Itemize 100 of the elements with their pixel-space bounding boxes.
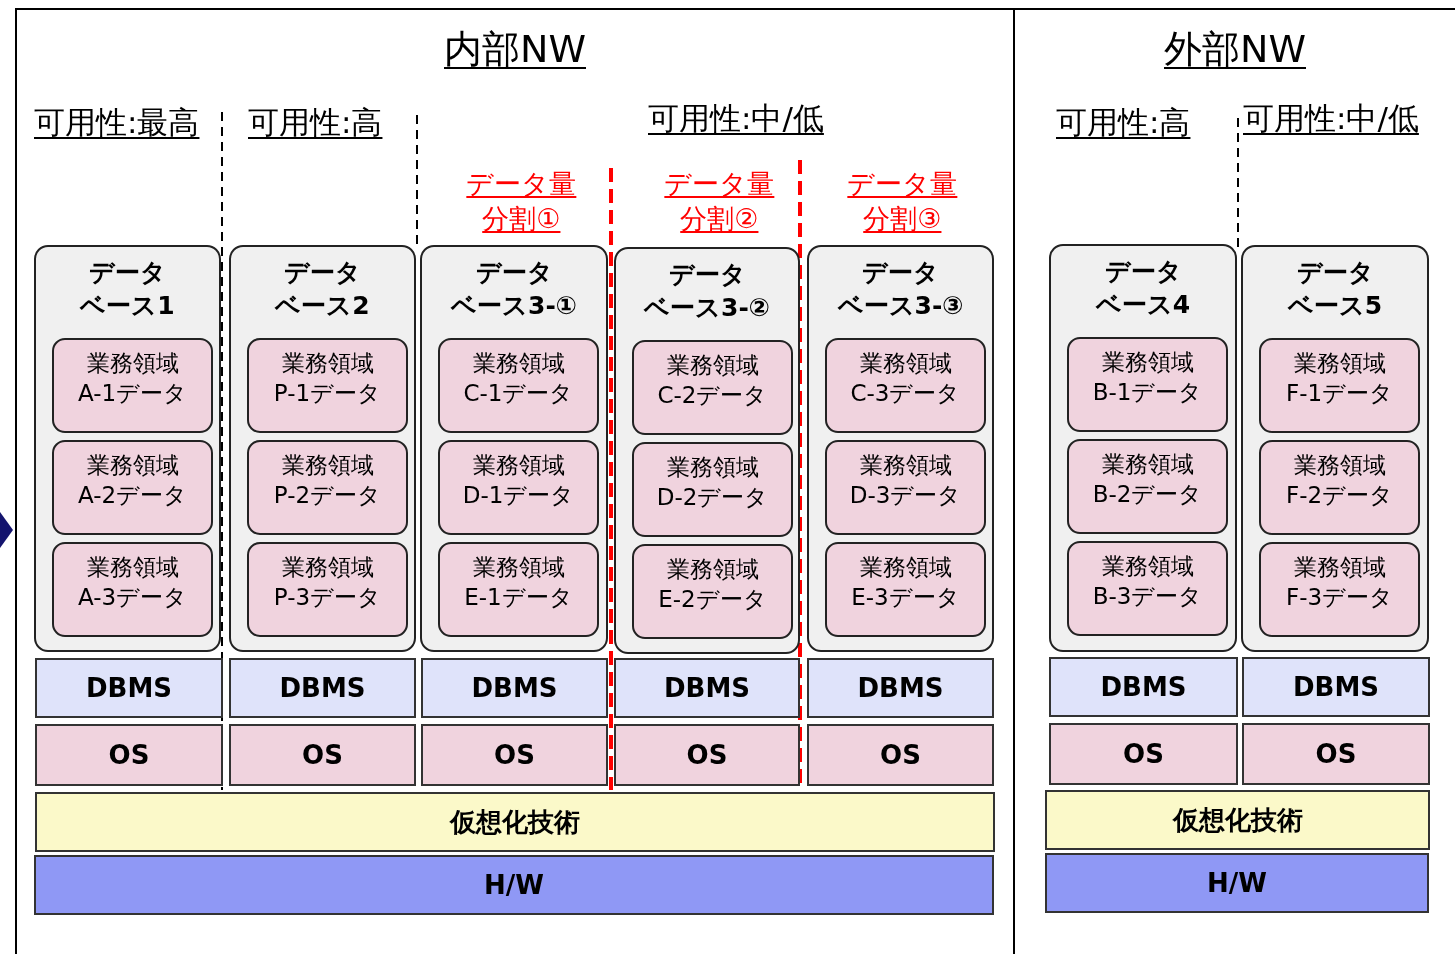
database-card <box>229 245 416 652</box>
dbms-layer <box>229 658 416 718</box>
data-label: 業務領域A-2データ <box>76 451 189 510</box>
data-box <box>1259 542 1420 637</box>
virtualization-layer <box>35 792 995 852</box>
layer-label: 仮想化技術 <box>448 805 581 839</box>
data-box <box>632 442 793 537</box>
data-label: 業務領域F-2データ <box>1284 451 1395 510</box>
card-title: データベース4 <box>1094 256 1192 321</box>
split-label: データ量分割③ <box>847 167 958 237</box>
hardware-layer <box>34 855 994 915</box>
data-box <box>247 338 408 433</box>
database-card <box>614 247 800 654</box>
dbms-layer <box>807 658 994 718</box>
data-box <box>438 440 599 535</box>
availability-label: 可用性:中/低 <box>648 99 824 138</box>
virtualization-layer <box>1045 790 1430 850</box>
data-box <box>632 340 793 435</box>
data-label: 業務領域C-1データ <box>462 349 575 408</box>
dbms-layer <box>35 658 223 718</box>
dbms-layer <box>421 658 608 718</box>
layer-label: DBMS <box>470 673 559 703</box>
data-label: 業務領域F-1データ <box>1284 349 1395 408</box>
card-title: データベース3-② <box>642 259 771 324</box>
data-box <box>1259 338 1420 433</box>
data-box <box>247 542 408 637</box>
data-label: 業務領域D-3データ <box>848 451 963 510</box>
card-title: データベース2 <box>273 257 371 322</box>
layer-label: DBMS <box>85 673 173 703</box>
layer-label: H/W <box>483 870 545 900</box>
database-card <box>1049 244 1237 652</box>
layer-label: OS <box>301 740 344 770</box>
card-title: データベース3-③ <box>836 257 965 322</box>
availability-label: 可用性:中/低 <box>1243 99 1419 138</box>
data-box <box>1067 541 1228 636</box>
data-label: 業務領域P-2データ <box>272 451 383 510</box>
layer-label: OS <box>1314 739 1358 769</box>
layer-label: OS <box>1122 739 1165 769</box>
data-label: 業務領域E-3データ <box>850 553 961 612</box>
data-label: 業務領域D-2データ <box>655 453 770 512</box>
hardware-layer <box>1045 853 1429 913</box>
card-title: データベース5 <box>1286 257 1384 322</box>
data-label: 業務領域E-2データ <box>657 555 768 614</box>
availability-label: 可用性:高 <box>248 103 383 142</box>
data-label: 業務領域E-1データ <box>463 553 574 612</box>
data-label: 業務領域B-1データ <box>1091 348 1204 407</box>
layer-label: DBMS <box>1099 672 1188 702</box>
availability-label: 可用性:高 <box>1056 103 1191 142</box>
data-box <box>825 338 986 433</box>
availability-label: 可用性:最高 <box>34 103 200 142</box>
os-layer <box>807 724 994 786</box>
data-label: 業務領域C-2データ <box>656 351 769 410</box>
database-card <box>807 245 994 652</box>
layer-label: OS <box>685 740 729 770</box>
data-box <box>52 542 213 637</box>
database-card <box>34 245 221 652</box>
os-layer <box>421 724 608 786</box>
data-label: 業務領域F-3データ <box>1284 553 1395 612</box>
zone-heading: 外部NW <box>1164 27 1306 71</box>
network-zone <box>15 8 1015 954</box>
layer-label: DBMS <box>1292 672 1380 702</box>
dbms-layer <box>1049 657 1238 717</box>
os-layer <box>1242 723 1430 785</box>
data-box <box>247 440 408 535</box>
os-layer <box>229 724 416 786</box>
card-title: データベース1 <box>78 257 176 322</box>
dbms-layer <box>614 658 800 718</box>
data-box <box>52 440 213 535</box>
data-label: 業務領域P-1データ <box>272 349 383 408</box>
zone-heading: 内部NW <box>444 27 586 71</box>
layer-label: DBMS <box>663 673 751 703</box>
data-label: 業務領域C-3データ <box>849 349 962 408</box>
database-card <box>420 245 608 652</box>
split-label: データ量分割① <box>466 167 577 237</box>
layer-label: 仮想化技術 <box>1171 803 1304 837</box>
data-box <box>825 440 986 535</box>
os-layer <box>1049 723 1238 785</box>
layer-label: OS <box>879 740 922 770</box>
data-label: 業務領域B-3データ <box>1091 552 1204 611</box>
database-card <box>1241 245 1429 652</box>
layer-label: OS <box>107 740 151 770</box>
data-label: 業務領域A-1データ <box>76 349 189 408</box>
layer-label: OS <box>493 740 536 770</box>
data-box <box>632 544 793 639</box>
layer-label: DBMS <box>278 673 367 703</box>
data-label: 業務領域A-3データ <box>76 553 189 612</box>
data-box <box>825 542 986 637</box>
layer-label: DBMS <box>856 673 945 703</box>
data-box <box>1067 337 1228 432</box>
data-box <box>438 542 599 637</box>
split-label: データ量分割② <box>664 167 775 237</box>
data-label: 業務領域B-2データ <box>1091 450 1204 509</box>
os-layer <box>35 724 223 786</box>
data-box <box>438 338 599 433</box>
layer-label: H/W <box>1206 868 1268 898</box>
data-box <box>52 338 213 433</box>
dbms-layer <box>1242 657 1430 717</box>
data-box <box>1259 440 1420 535</box>
data-label: 業務領域P-3データ <box>272 553 383 612</box>
card-title: データベース3-① <box>449 257 578 322</box>
